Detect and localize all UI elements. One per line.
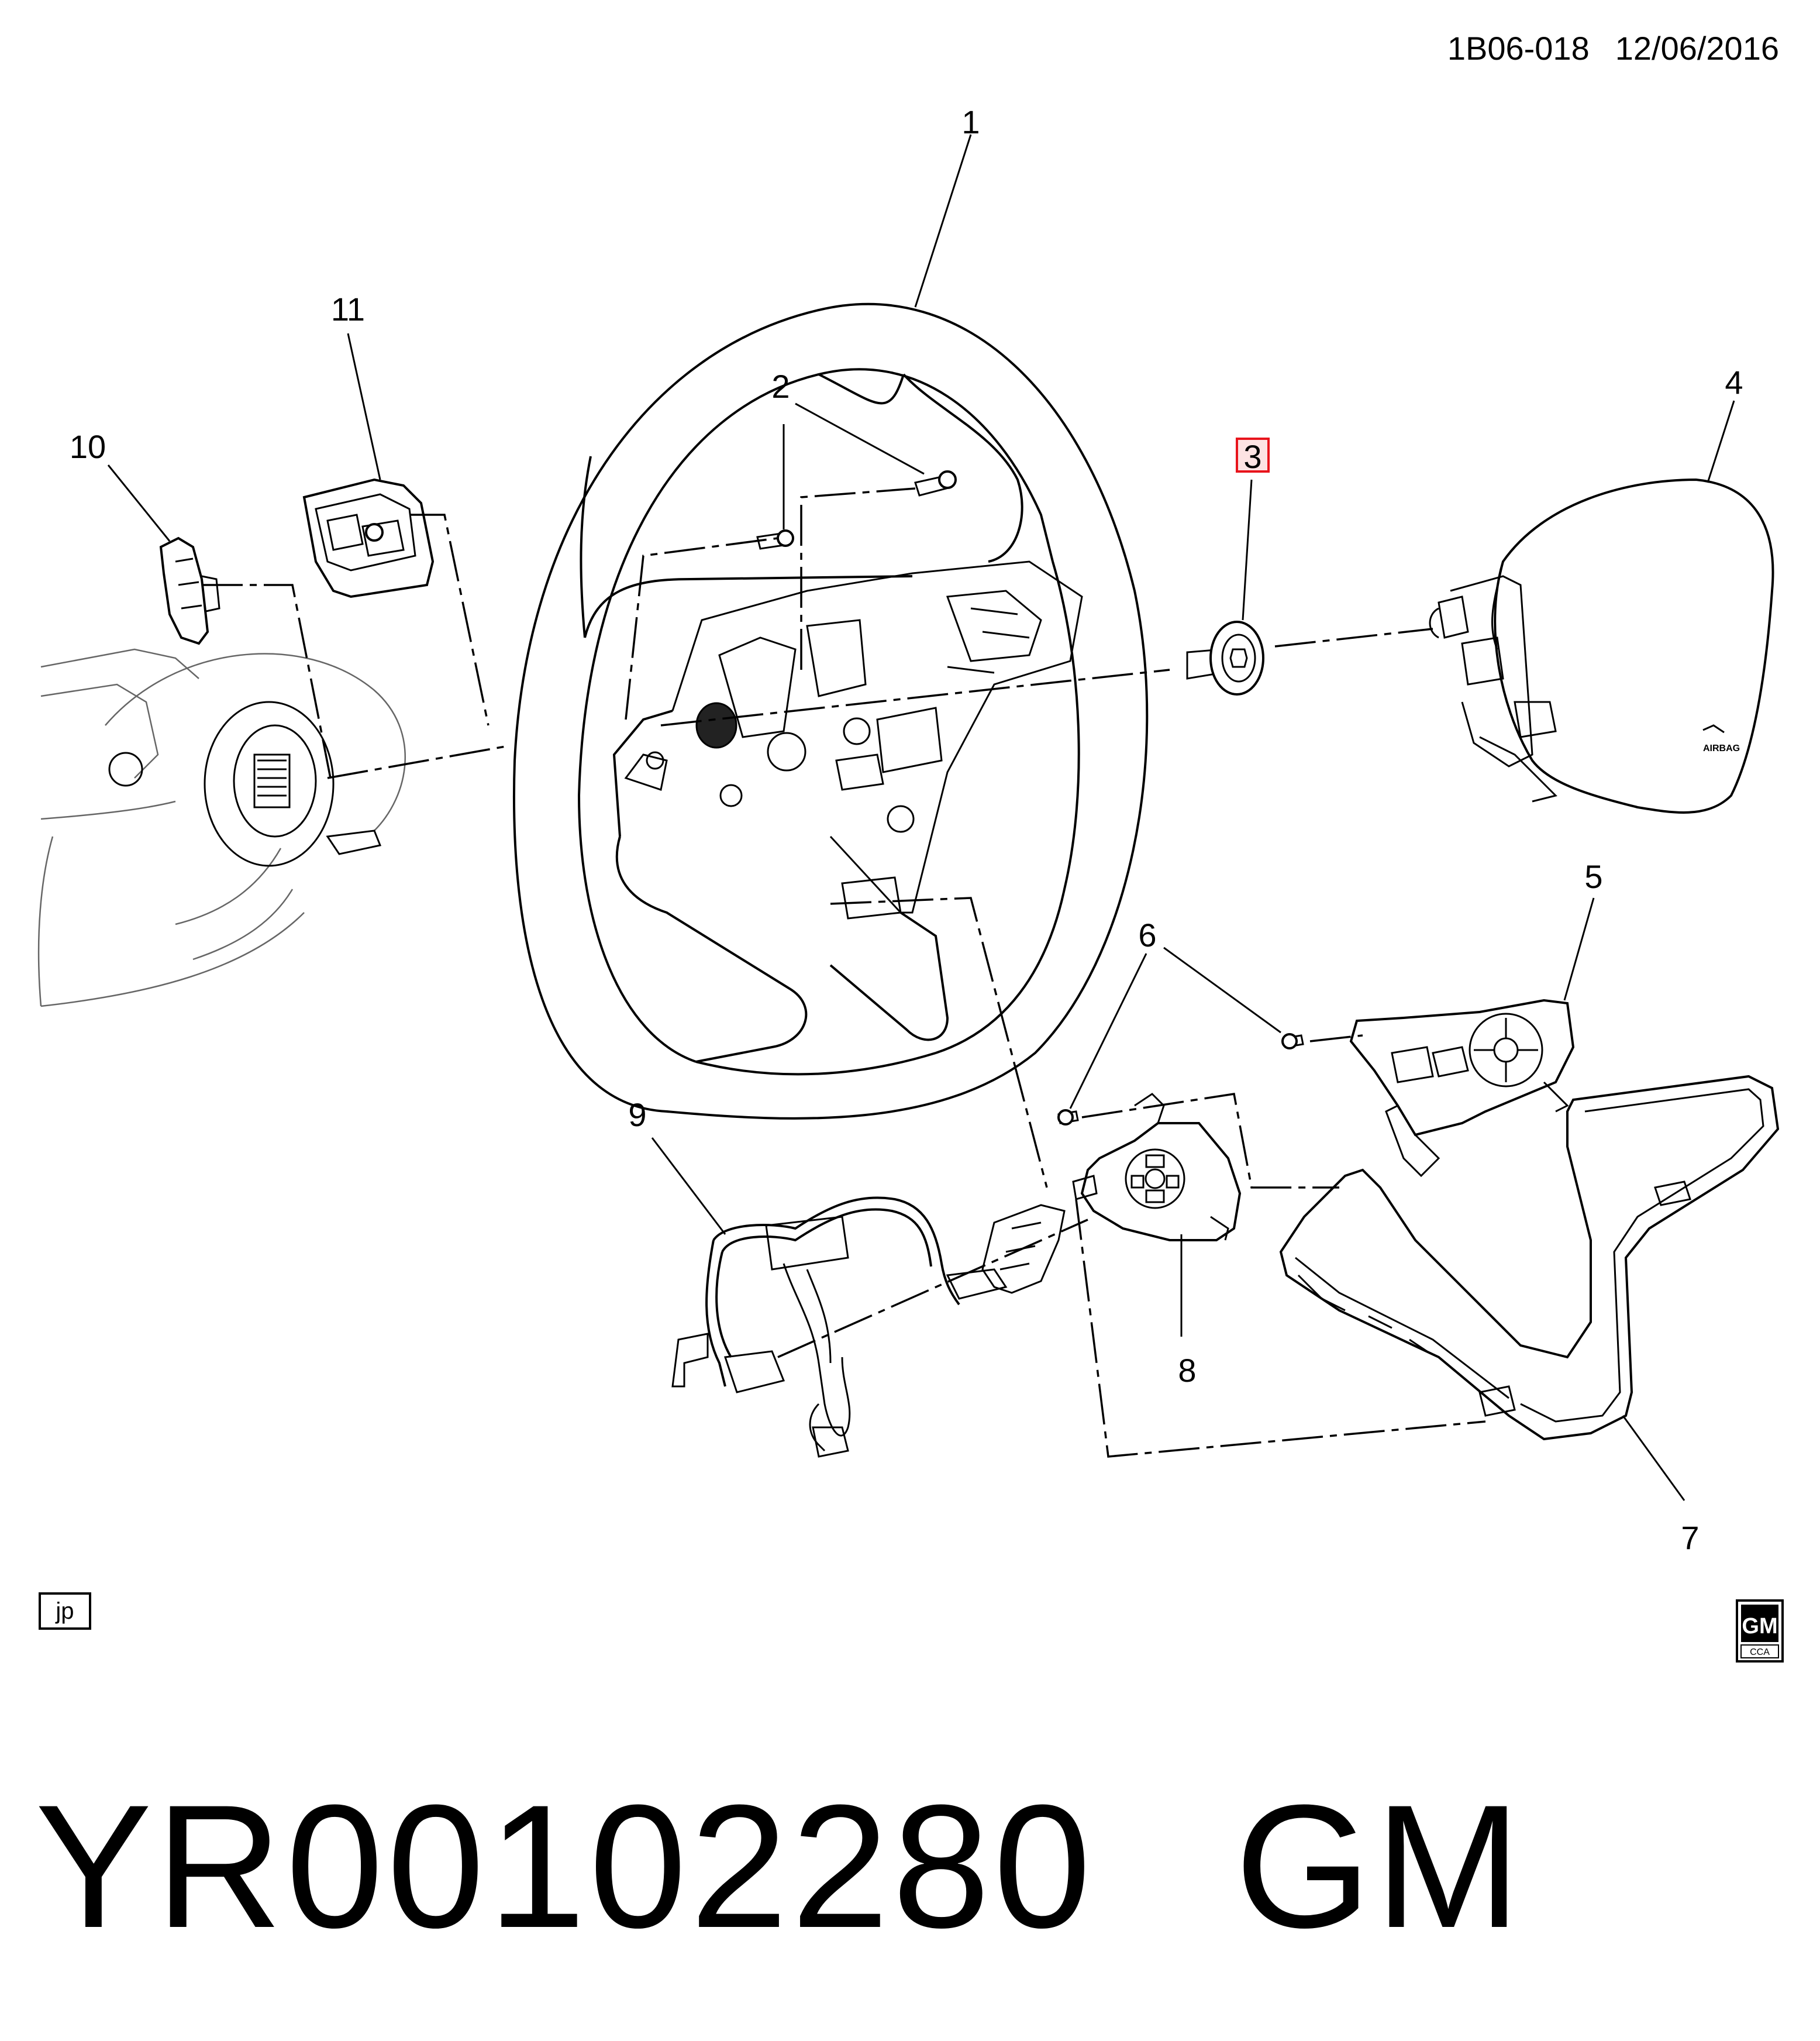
steering-wheel: [512, 302, 1149, 1120]
region-tag: jp: [39, 1592, 91, 1630]
callout-7: 7: [1681, 1519, 1699, 1556]
airbag-mark: AIRBAG: [1703, 744, 1740, 753]
callout-4: 4: [1725, 364, 1743, 401]
callout-10: 10: [70, 428, 106, 465]
leader-lines: [107, 134, 1735, 1501]
callout-3: 3: [1243, 438, 1261, 475]
callout-1: 1: [961, 104, 980, 140]
brand-name: GM: [1235, 1768, 1525, 1964]
assembly-lines: [202, 487, 1486, 1458]
callout-2: 2: [771, 368, 790, 405]
callout-3-highlight: [1236, 438, 1270, 473]
diagram-code: 1B06-018: [1447, 30, 1590, 67]
callout-11: 11: [331, 291, 365, 328]
lower-trim-bezel: [1279, 1075, 1780, 1441]
bolt-pair: [756, 470, 957, 550]
callout-8: 8: [1178, 1352, 1196, 1389]
right-control-switch: [1349, 999, 1575, 1178]
diagram-date: 12/06/2016: [1615, 30, 1779, 67]
gm-cca-logo: GM CCA: [1736, 1599, 1784, 1663]
left-control-switch: [1072, 1093, 1242, 1241]
switch-connector: [159, 536, 220, 645]
callout-labels: 1 2 3 4 5 6 7 8 9 10 11: [70, 104, 1743, 1556]
steering-column: [37, 648, 406, 1007]
screw-pair: [1057, 1033, 1304, 1126]
part-number: YR00102280: [35, 1768, 1095, 1964]
callout-9: 9: [628, 1096, 646, 1133]
heater-control-module: [302, 478, 435, 598]
callout-5: 5: [1584, 858, 1602, 895]
bolt-3: [1186, 621, 1264, 696]
logo-text: GM: [1742, 1614, 1777, 1639]
wiring-harness: [671, 1196, 1066, 1458]
diagram-header: 1B06-018 12/06/2016: [1447, 29, 1779, 67]
callout-6: 6: [1138, 917, 1156, 954]
airbag-module: AIRBAG: [1429, 478, 1774, 814]
logo-subtext: CCA: [1750, 1647, 1770, 1657]
